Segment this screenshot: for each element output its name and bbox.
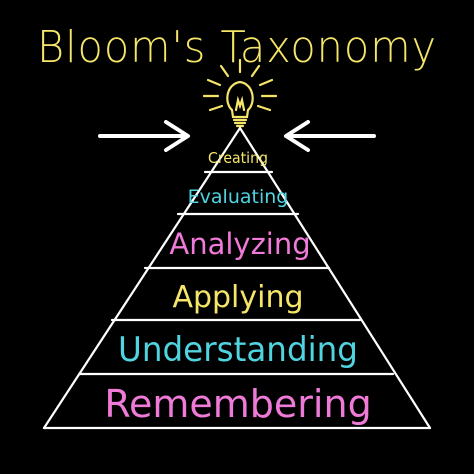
- pyramid-dividers: [78, 170, 395, 376]
- level-label-applying: Applying: [172, 280, 303, 315]
- level-label-creating: Creating: [208, 149, 268, 167]
- arrow-left-icon: [284, 120, 376, 152]
- lightbulb-icon: [202, 58, 278, 128]
- level-label-remembering: Remembering: [104, 382, 371, 426]
- level-label-evaluating: Evaluating: [188, 186, 289, 208]
- level-label-analyzing: Analyzing: [169, 227, 310, 261]
- arrow-right-icon: [98, 120, 190, 152]
- level-label-understanding: Understanding: [118, 330, 358, 370]
- pyramid-outline: [42, 126, 432, 430]
- page-title: Bloom's Taxonomy: [37, 22, 437, 73]
